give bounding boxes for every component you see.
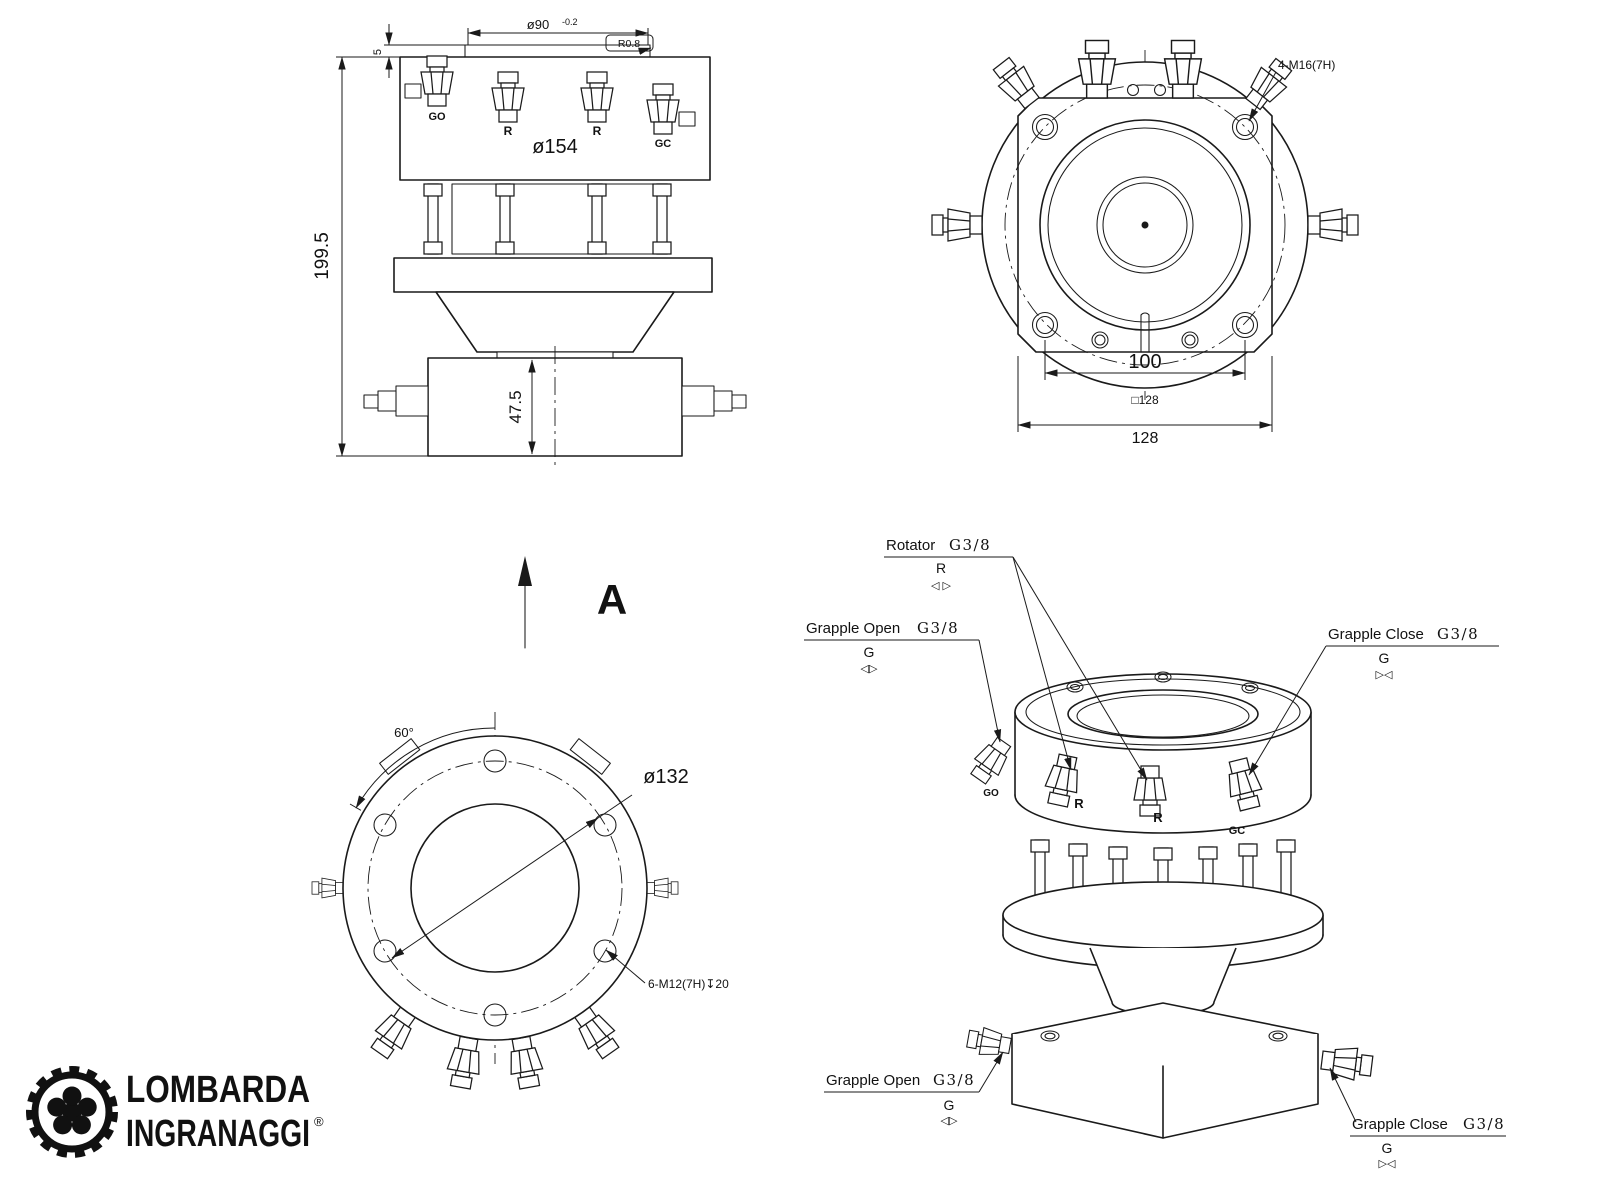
hydraulic-fitting-base-right <box>1319 1043 1375 1083</box>
front-boss-dia-text: ø90 <box>527 17 549 32</box>
front-port-r1-label: R <box>504 124 513 138</box>
grapple-open-bottom-port: G <box>944 1097 955 1113</box>
hydraulic-fitting-base-left <box>965 1024 1013 1060</box>
top-corner-holes <box>1031 113 1259 339</box>
front-radius-note: R0.8 <box>605 34 654 55</box>
grapple-open-top-thread: G3/8 <box>917 619 959 637</box>
logo-registered-mark: ® <box>314 1114 324 1129</box>
grapple-close-bottom-label: Grapple Close <box>1352 1116 1448 1133</box>
front-total-height-text: 199.5 <box>312 232 333 280</box>
front-radius-text: R0.8 <box>618 38 640 50</box>
rotator-label: Rotator <box>886 537 935 554</box>
bottom-angle-dim: 60° <box>355 725 496 809</box>
front-step-text: 5 <box>372 49 384 55</box>
grapple-close-top-symbol: ▷◁ <box>1376 669 1393 681</box>
bottom-view: A 60° <box>311 556 729 1091</box>
tie-rod-stud <box>423 183 443 255</box>
iso-note-grapple-open-top: Grapple Open G3/8 G ◁▷ <box>804 619 1002 743</box>
top-dim-100-text: 100 <box>1128 351 1161 373</box>
grapple-open-top-label: Grapple Open <box>806 620 900 637</box>
iso-port-go-label: GO <box>983 788 999 799</box>
view-label-a: A <box>597 576 627 623</box>
hydraulic-fitting-r2 <box>1133 765 1167 817</box>
iso-port-gc-label: GC <box>1229 825 1246 837</box>
grapple-close-top-label: Grapple Close <box>1328 626 1424 643</box>
bottom-dim-bolt-circle: ø132 <box>391 766 689 959</box>
hydraulic-fitting <box>311 877 344 899</box>
front-top-fittings: GO R R GC <box>404 55 696 150</box>
front-boss-tol-text: -0.2 <box>562 17 578 27</box>
front-tie-rod-section <box>423 183 672 255</box>
top-square-symbol-text: □128 <box>1131 393 1159 407</box>
hydraulic-fitting <box>931 208 983 242</box>
hydraulic-fitting-gc <box>1221 755 1267 814</box>
top-dim-128-text: 128 <box>1132 430 1159 447</box>
grapple-open-bottom-label: Grapple Open <box>826 1072 920 1089</box>
grapple-open-top-port: G <box>864 644 875 660</box>
front-base-height-text: 47.5 <box>506 390 525 423</box>
front-dim-body-dia: ø154 <box>532 136 578 158</box>
top-inner-circles <box>1039 83 1251 353</box>
grapple-close-bottom-thread: G3/8 <box>1463 1115 1505 1133</box>
top-thread-note-text: 4-M16(7H) <box>1278 58 1335 72</box>
logo-line1: LOMBARDA <box>126 1069 310 1111</box>
hydraulic-fitting <box>1307 208 1359 242</box>
front-flange-cone-base <box>363 257 747 468</box>
iso-port-r2-label: R <box>1153 810 1163 825</box>
iso-view: GO R R GC <box>804 536 1506 1170</box>
rotator-thread: G3/8 <box>949 536 991 554</box>
grapple-close-bottom-symbol: ▷◁ <box>1379 1158 1396 1170</box>
front-dim-base-height: 47.5 <box>506 359 536 455</box>
bottom-bolt-circle-text: ø132 <box>643 766 689 788</box>
bottom-thread-note: 6-M12(7H)↧20 <box>605 949 729 991</box>
bottom-angle-text: 60° <box>394 725 414 740</box>
hydraulic-fitting <box>646 877 679 899</box>
top-dim-100: 100 <box>1044 340 1246 380</box>
iso-note-rotator: Rotator G3/8 R ◁ ▷ <box>884 536 1148 781</box>
grapple-open-bottom-thread: G3/8 <box>933 1071 975 1089</box>
top-thread-note: 4-M16(7H) <box>1248 58 1335 122</box>
grapple-open-bottom-symbol: ◁▷ <box>941 1115 958 1127</box>
front-view: GO R R GC ø154 ø90 -0.2 R0.8 5 <box>312 17 747 468</box>
hydraulic-fitting <box>443 1034 486 1091</box>
iso-note-grapple-close-bottom: Grapple Close G3/8 G ▷◁ <box>1329 1067 1506 1170</box>
front-dim-total-height: 199.5 <box>312 56 428 457</box>
bottom-perimeter-fittings <box>311 738 679 1091</box>
bottom-thread-note-text: 6-M12(7H)↧20 <box>648 977 729 991</box>
hydraulic-fitting <box>504 1034 547 1091</box>
iso-port-r1-label: R <box>1074 796 1084 811</box>
rotator-port: R <box>936 560 946 576</box>
brand-logo: LOMBARDA INGRANAGGI ® <box>26 1066 324 1158</box>
front-port-r2-label: R <box>593 124 602 138</box>
top-view: 4-M16(7H) 100 □128 128 <box>931 39 1359 447</box>
logo-line2: INGRANAGGI <box>126 1113 310 1155</box>
grapple-close-top-thread: G3/8 <box>1437 625 1479 643</box>
rotator-valve-symbol: ◁ ▷ <box>931 580 952 592</box>
view-direction-arrow: A <box>518 556 627 649</box>
iso-cylinder <box>1014 671 1312 834</box>
grapple-close-top-port: G <box>1379 650 1390 666</box>
grapple-close-bottom-port: G <box>1382 1140 1393 1156</box>
hydraulic-fitting-go <box>965 733 1017 788</box>
iso-note-grapple-open-bottom: Grapple Open G3/8 G ◁▷ <box>824 1051 1004 1127</box>
iso-flange-cone-base <box>965 881 1375 1139</box>
gear-logo-icon <box>26 1066 118 1158</box>
top-dim-128: 128 <box>1017 356 1273 447</box>
front-dim-boss: ø90 -0.2 <box>467 17 649 45</box>
front-port-go-label: GO <box>428 111 446 123</box>
front-port-gc-label: GC <box>655 138 672 150</box>
iso-note-grapple-close-top: Grapple Close G3/8 G ▷◁ <box>1248 625 1499 776</box>
grapple-open-top-symbol: ◁▷ <box>861 663 878 675</box>
iso-port-fittings: GO R R GC <box>965 733 1267 837</box>
